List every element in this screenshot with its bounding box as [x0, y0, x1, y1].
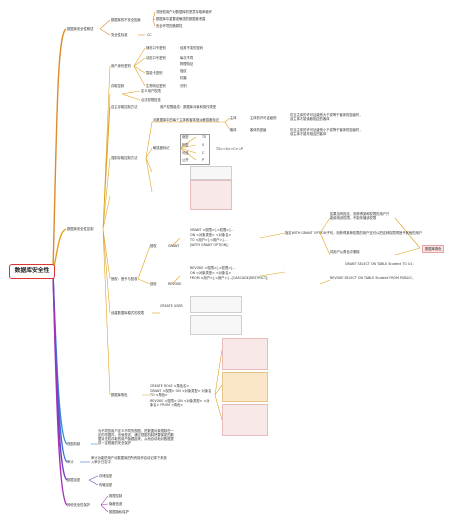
- node-unauthorized-access[interactable]: 非授权用户对数据库的恶意存取和破坏: [156, 10, 213, 14]
- sql-revoke-3: FROM <用户>[,<用户>]...[CASCADE|RESTRICT];: [190, 276, 269, 280]
- audit-desc: 审计功能把用户对数据库的所有操作自动记录下来放入审计日志中: [91, 456, 167, 464]
- sql-revoke-1: REVOKE <权限>[,<权限>]...: [190, 266, 236, 270]
- role-badge[interactable]: 数据库角色: [422, 245, 445, 253]
- mac-figure-2: [190, 180, 232, 210]
- node-smartcard[interactable]: 生物特征鉴别: [146, 84, 166, 88]
- note-iris: 虹膜: [180, 76, 187, 80]
- note-grant-option: 指定WITH GRANT OPTION子句，则获得某种权限的用户还可以把这种权限…: [285, 231, 423, 235]
- mac-figure-1: [190, 166, 232, 180]
- node-sensitivity[interactable]: 敏感度标记: [153, 146, 170, 150]
- node-security-standard[interactable]: 安全性标准: [111, 33, 128, 37]
- node-revoke[interactable]: 回收: [150, 282, 157, 286]
- node-grant-revoke[interactable]: 授权：授予与回收: [111, 277, 138, 281]
- note-write-rule: 仅当主体的许可证级别小于或等于客体的密级时，该主体才能写相应的客体: [290, 128, 363, 136]
- level-s-code: S: [202, 143, 205, 147]
- sql-grant-1: GRANT <权限>[,<权限>]...: [190, 228, 234, 232]
- role-grant: GRANT <权限> ON <对象类型> 对象名 TO <角色>: [150, 389, 212, 397]
- node-grant[interactable]: 授权: [150, 244, 157, 248]
- node-access-control[interactable]: 存取控制: [111, 84, 125, 88]
- branch-control[interactable]: 数据库安全性控制: [67, 227, 94, 231]
- schema-figure-2: [190, 315, 242, 335]
- level-p-code: P: [202, 158, 204, 162]
- node-fragile-env[interactable]: 安全环境的脆弱性: [156, 24, 183, 28]
- note-object-level: 客体的密级: [250, 128, 267, 132]
- node-inference[interactable]: 推理控制: [109, 494, 123, 498]
- node-dac[interactable]: 自主存取控制方法: [111, 105, 138, 109]
- note-physical: 物理特征: [180, 62, 194, 66]
- node-subject[interactable]: 主体: [230, 116, 237, 120]
- level-ts-code: TS: [202, 135, 207, 139]
- branch-other[interactable]: 其他安全性保护: [67, 503, 91, 507]
- node-grant-kw[interactable]: GRANT: [168, 244, 180, 248]
- branch-audit[interactable]: 审计: [67, 460, 74, 464]
- root-node[interactable]: 数据库安全性: [9, 264, 55, 279]
- level-p: 公开: [182, 158, 189, 162]
- branch-view[interactable]: 视图机制: [67, 442, 81, 446]
- note-dynamic: 每次不同: [180, 56, 194, 60]
- sql-grant-example: GRANT SELECT ON TABLE Student TO U1;: [345, 262, 414, 266]
- level-ts: 绝密: [182, 135, 189, 139]
- node-covert[interactable]: 隐蔽信道: [109, 502, 123, 506]
- node-object[interactable]: 客体: [230, 128, 237, 132]
- level-table-frame: [180, 134, 210, 165]
- note-static: 经常不变的密码: [180, 46, 204, 50]
- node-db-role[interactable]: 数据库角色: [111, 393, 128, 397]
- sql-grant-3: TO <用户>[,<用户>]...: [190, 238, 227, 242]
- role-create: CREATE ROLE <角色名>: [150, 384, 190, 388]
- node-identity-auth[interactable]: 用户身份鉴别: [111, 64, 131, 68]
- role-figure-1: [222, 338, 268, 370]
- node-mac[interactable]: 强制存取控制方法: [111, 156, 138, 160]
- sql-revoke-2: ON <对象类型> <对象名>: [190, 271, 232, 275]
- sql-revoke-example: REVOKE SELECT ON TABLE Student FROM PUBL…: [330, 276, 413, 280]
- schema-figure-1: [190, 296, 242, 313]
- role-revoke: REVOKE <权限> ON <对象类型> <对象名> FROM <角色>: [150, 399, 210, 407]
- node-static-password[interactable]: 静态口令鉴别: [146, 46, 166, 50]
- node-check-perm[interactable]: 合法权限检查: [141, 98, 161, 102]
- node-create-user[interactable]: CREATE USER: [160, 304, 183, 308]
- note-fingerprint: 指纹: [180, 69, 187, 73]
- node-transfer-encrypt[interactable]: 传输加密: [99, 483, 113, 487]
- node-biometric[interactable]: 智能卡鉴别: [146, 71, 163, 75]
- level-order: TS>=S>=C>=P: [216, 147, 244, 151]
- level-c: 可信: [182, 151, 189, 155]
- role-figure-3: [222, 404, 268, 436]
- node-mac-label[interactable]: 对数据库中的每个主体和客体指派敏感度标记: [153, 118, 219, 122]
- branch-encrypt[interactable]: 数据加密: [67, 478, 81, 482]
- note-identify: 识别: [180, 84, 187, 88]
- node-revoke-kw[interactable]: REVOKE: [168, 282, 182, 286]
- level-s: 机密: [182, 143, 189, 147]
- node-storage-encrypt[interactable]: 存储加密: [99, 474, 113, 478]
- branch-overview[interactable]: 数据库安全性概述: [67, 27, 94, 31]
- node-insecurity-factors[interactable]: 数据库的不安全因素: [111, 18, 141, 22]
- node-schema-perm[interactable]: 创建数据库模式的权限: [111, 311, 144, 315]
- node-cc[interactable]: CC: [147, 33, 152, 37]
- node-privacy[interactable]: 数据隐私保护: [109, 510, 129, 514]
- node-dac-desc[interactable]: 用户权限组成：数据库对象和操作类型: [160, 105, 217, 109]
- sql-grant-2: ON <对象类型> <对象名>: [190, 233, 232, 237]
- node-dynamic-password[interactable]: 动态口令鉴别: [146, 56, 166, 60]
- node-define-perm[interactable]: 定义用户权限: [141, 89, 161, 93]
- role-figure-2: [222, 372, 268, 402]
- sql-grant-4: [WITH GRANT OPTION];: [190, 243, 229, 247]
- note-grant-without: 将用户从角色中删除: [330, 250, 360, 254]
- note-read-rule: 仅当主体的许可证级别大于或等于客体的密级时，该主体才能读取相应的客体: [290, 113, 363, 121]
- note-grant-with: 如果没有指定，则获得某种权限的用户只能使用该权限，不能传播该权限: [330, 212, 390, 220]
- note-subject-level: 主体的许可证级别: [250, 116, 277, 120]
- node-data-leak[interactable]: 数据库中重要或敏感的数据被泄露: [156, 17, 206, 21]
- view-desc: 为不同的用户定义不同的视图，把数据对象限制在一定的范围内，也就是说，通过视图机制…: [98, 429, 174, 445]
- level-c-code: C: [202, 151, 205, 155]
